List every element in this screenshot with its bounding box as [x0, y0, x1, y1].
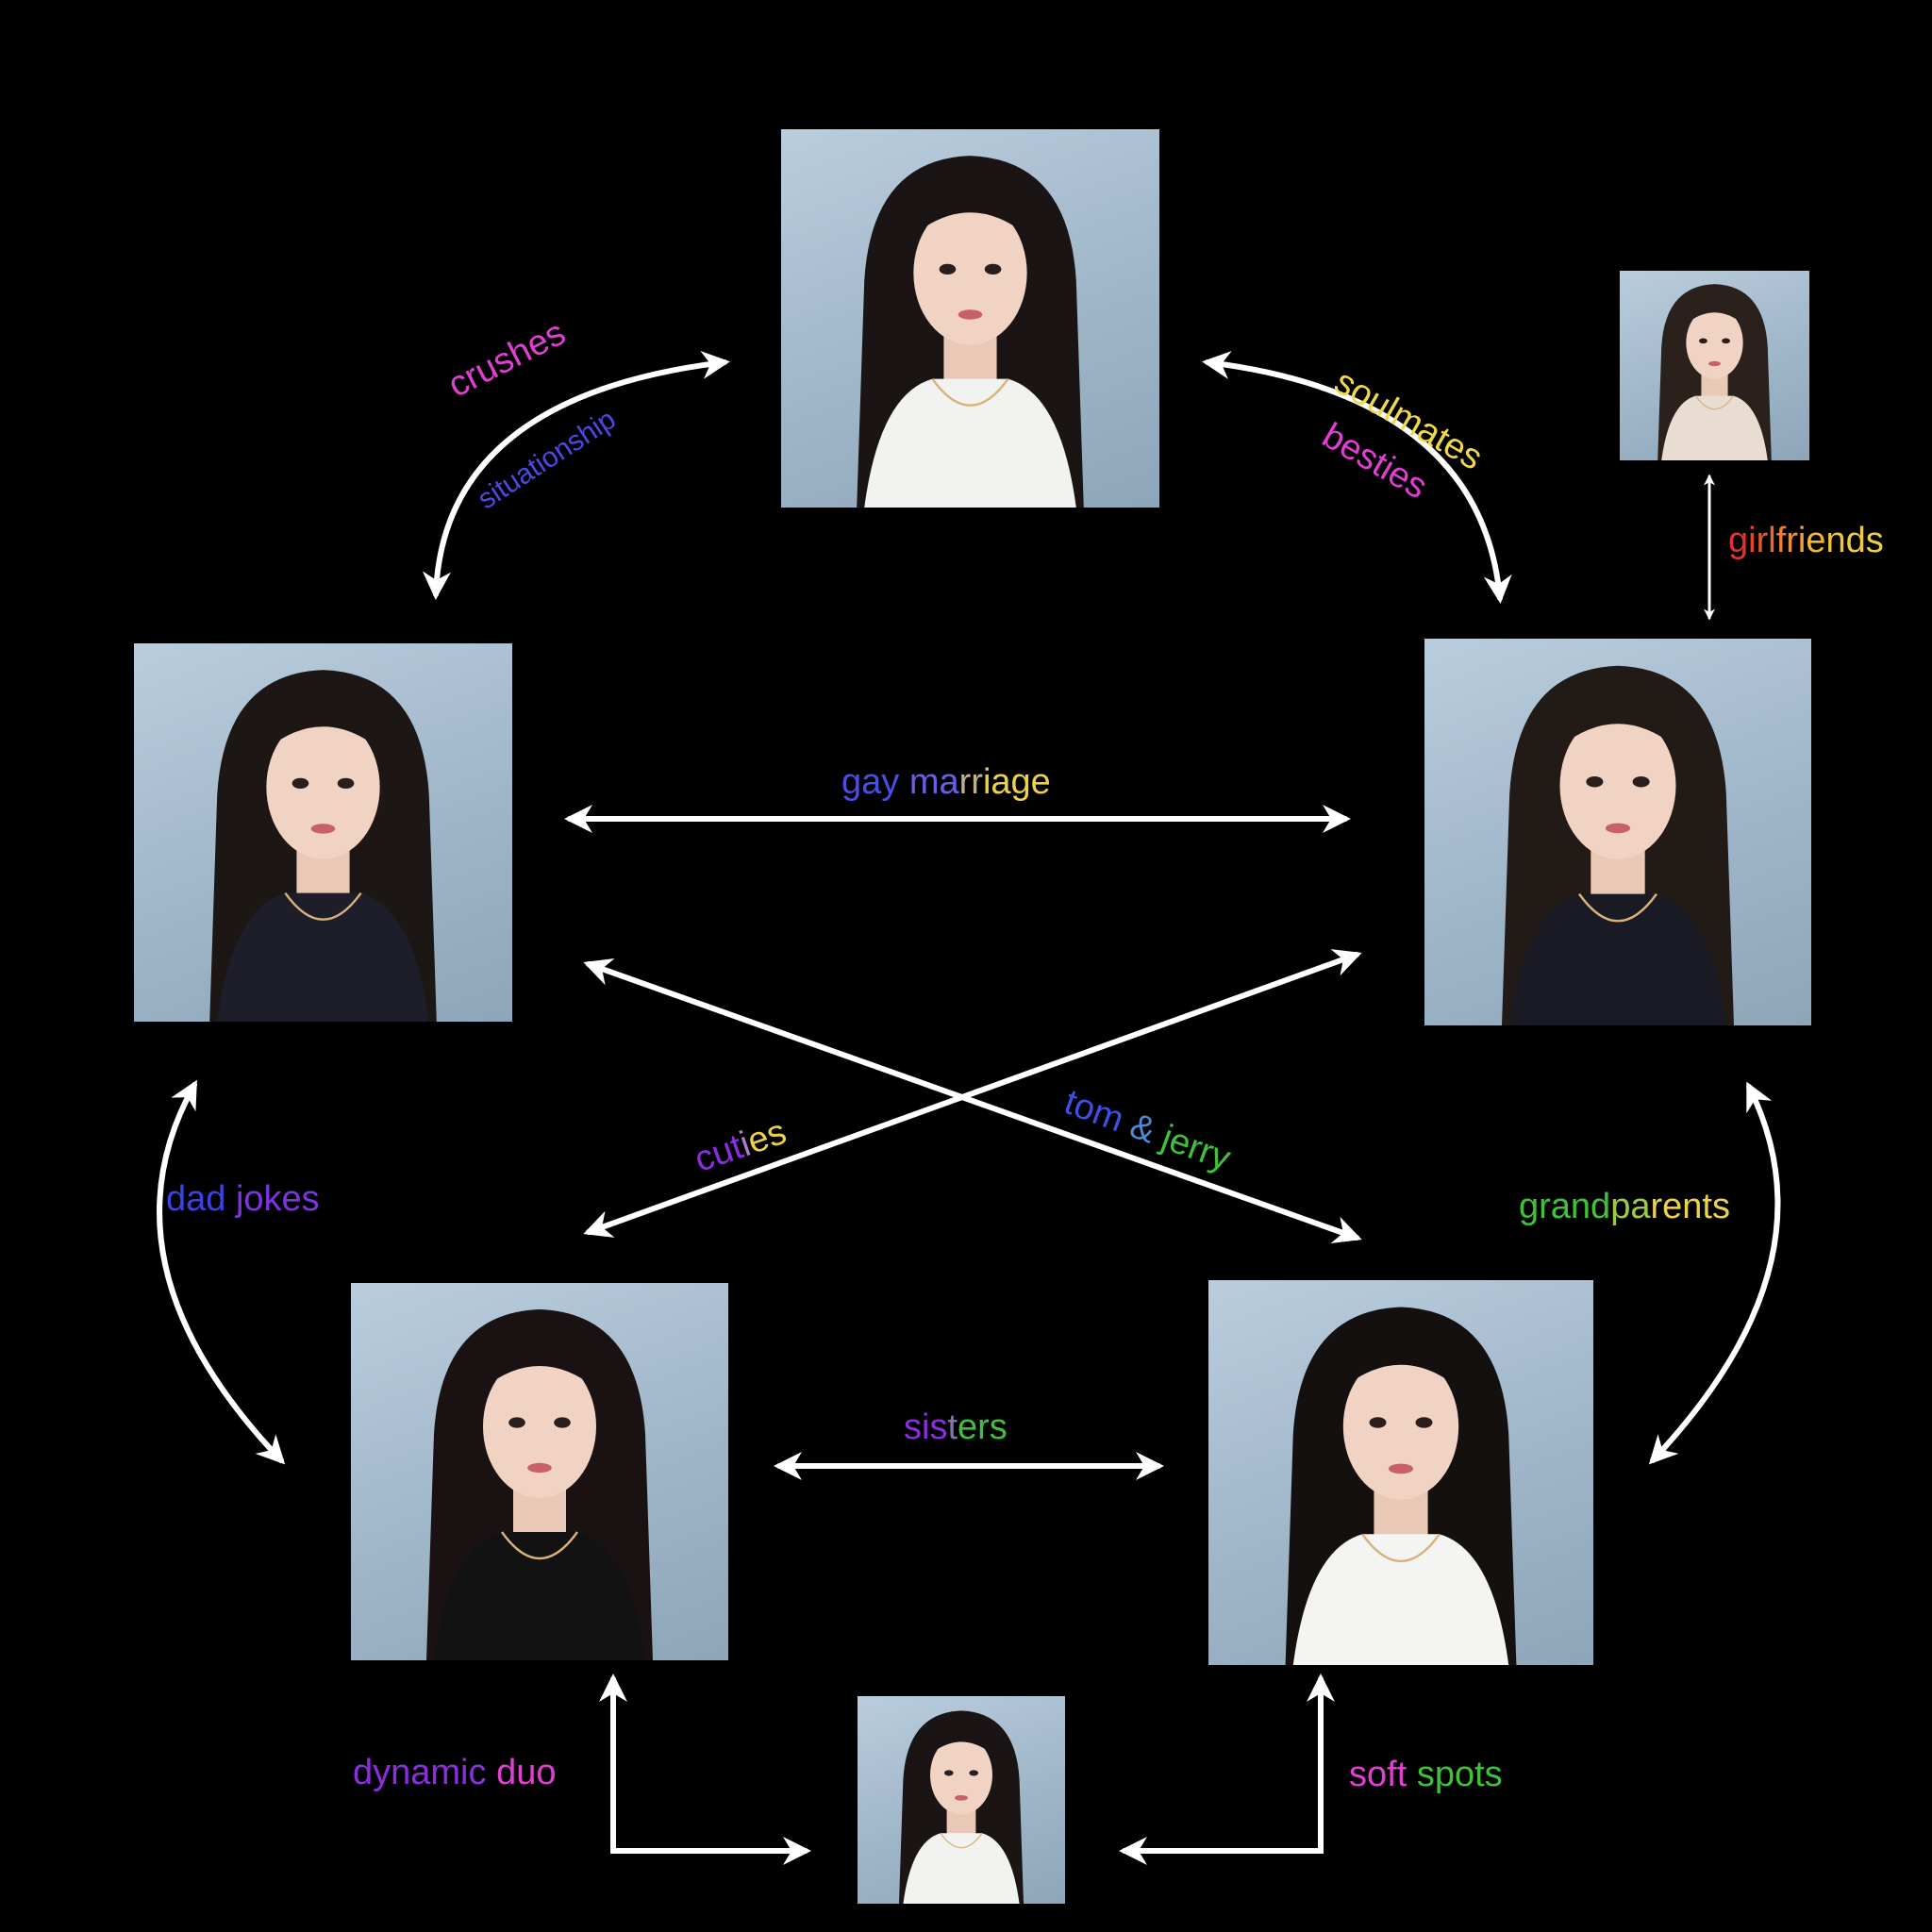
- portrait-eye: [1722, 339, 1730, 344]
- portrait-small-bottom: [858, 1696, 1065, 1904]
- label-part: sis: [904, 1407, 947, 1447]
- label-part: iage: [983, 762, 1051, 802]
- label-part: t: [947, 1407, 958, 1447]
- portrait-lips: [1708, 361, 1721, 366]
- portrait-eye: [508, 1417, 525, 1427]
- label-part: d: [1846, 521, 1866, 560]
- portrait-eye: [969, 1770, 978, 1775]
- portrait-eye: [944, 1770, 954, 1775]
- label-part: duo: [496, 1753, 556, 1792]
- label-dynamic-duo: dynamic duo: [353, 1755, 556, 1790]
- portrait-figure: [1424, 639, 1811, 1025]
- arrow-grandparents: [1653, 1087, 1777, 1460]
- portrait-figure: [134, 643, 512, 1022]
- label-dad-jokes: dad jokes: [166, 1181, 320, 1217]
- portrait-right: [1424, 639, 1811, 1025]
- label-part: r: [1786, 521, 1798, 560]
- portrait-lips: [1389, 1464, 1413, 1474]
- portrait-eye: [1586, 776, 1603, 787]
- portrait-figure: [351, 1283, 728, 1660]
- label-part: grand: [1519, 1187, 1610, 1226]
- portrait-figure: [1208, 1280, 1593, 1665]
- portrait-center-top: [781, 129, 1159, 508]
- portrait-lips: [527, 1463, 552, 1473]
- portrait-eye: [554, 1417, 571, 1427]
- arrow-crushes: [436, 362, 724, 594]
- portrait-bottom-left: [351, 1283, 728, 1660]
- label-grandparents: grandparents: [1519, 1189, 1730, 1224]
- portrait-left: [134, 643, 512, 1022]
- label-girlfriends: girlfriends: [1728, 523, 1884, 558]
- label-soft-spots: soft spots: [1349, 1757, 1503, 1792]
- label-part: g: [1728, 521, 1748, 560]
- label-part: e: [1806, 521, 1825, 560]
- portrait-eye: [1370, 1417, 1387, 1427]
- portrait-small-top-right: [1620, 271, 1809, 460]
- portrait-eye: [1633, 776, 1650, 787]
- label-part: soft: [1349, 1755, 1417, 1794]
- label-part: gay: [841, 762, 909, 802]
- label-part: ma: [909, 762, 959, 802]
- portrait-figure: [1620, 271, 1809, 460]
- portrait-eye: [338, 778, 355, 789]
- label-gay-marriage: gay marriage: [841, 764, 1051, 800]
- portrait-lips: [958, 309, 983, 319]
- label-part: l: [1768, 521, 1775, 560]
- portrait-lips: [311, 824, 336, 833]
- label-part: dad: [166, 1179, 236, 1219]
- portrait-lips: [1606, 824, 1630, 834]
- label-part: s: [1866, 521, 1884, 560]
- arrow-dynamic-duo: [613, 1679, 806, 1851]
- portrait-lips: [955, 1795, 968, 1801]
- arrow-tom-jerry: [589, 964, 1357, 1238]
- label-part: n: [1826, 521, 1846, 560]
- arrow-cuties: [589, 955, 1357, 1232]
- portrait-eye: [940, 264, 957, 275]
- label-part: jokes: [236, 1179, 320, 1219]
- portrait-eye: [292, 778, 309, 789]
- label-part: ers: [958, 1407, 1008, 1447]
- label-part: f: [1776, 521, 1787, 560]
- label-part: dynamic: [353, 1753, 496, 1792]
- portrait-eye: [985, 264, 1002, 275]
- label-part: rents: [1650, 1187, 1729, 1226]
- label-part: rr: [959, 762, 983, 802]
- portrait-figure: [858, 1696, 1065, 1904]
- label-part: r: [1757, 521, 1769, 560]
- label-part: i: [1748, 521, 1756, 560]
- portrait-eye: [1699, 339, 1707, 344]
- portrait-figure: [781, 129, 1159, 508]
- label-part: pa: [1610, 1187, 1650, 1226]
- label-sisters: sisters: [904, 1409, 1008, 1445]
- portrait-eye: [1416, 1417, 1433, 1427]
- arrow-soft-spots: [1124, 1679, 1321, 1851]
- arrow-dad-jokes: [159, 1085, 281, 1460]
- portrait-bottom-right: [1208, 1280, 1593, 1665]
- label-part: spots: [1417, 1755, 1503, 1794]
